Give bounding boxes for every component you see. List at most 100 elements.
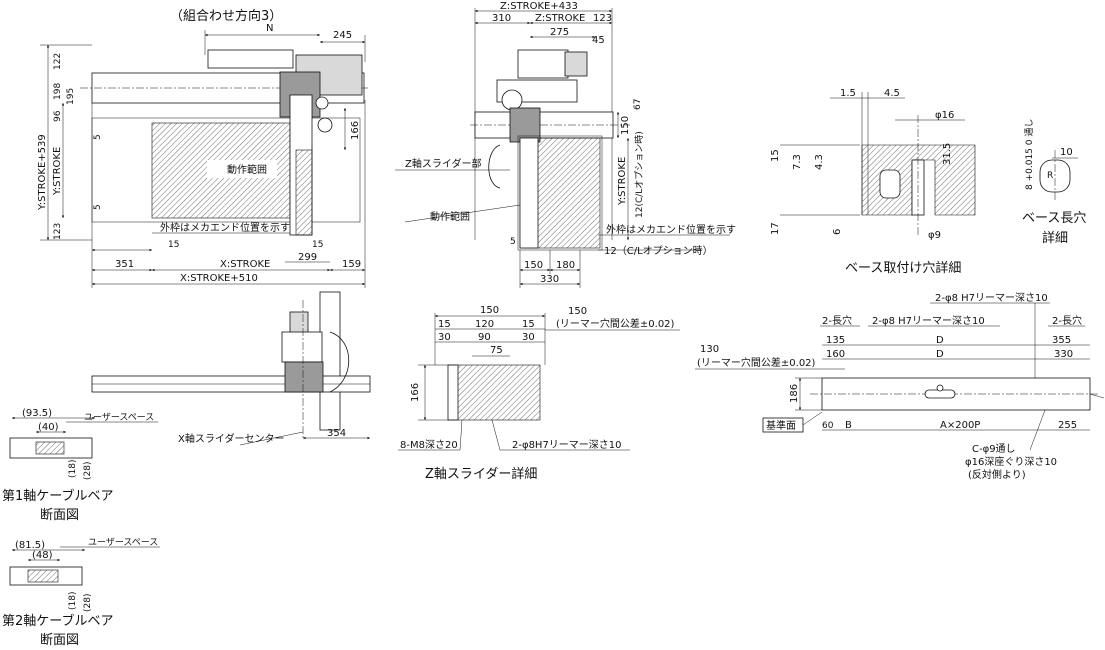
dim-y-stroke-side: Y:STROKE [617, 157, 628, 206]
dim-123: 123 [593, 13, 612, 24]
zs-title: Z軸スライダー詳細 [425, 466, 537, 482]
dim-cl-option: 12(C/Lオプション時) [634, 131, 645, 218]
slot-title-1: ベース長穴 [1022, 211, 1086, 226]
cable1-user-area [35, 441, 65, 455]
bd-dim-186: 186 [789, 384, 800, 403]
x-slider-center-label: X軸スライダーセンター [178, 432, 284, 445]
cable2-dim-48: (48) [32, 550, 53, 561]
dim-phi16: φ16 [935, 110, 954, 121]
dim-15-right: 15 [312, 240, 323, 250]
dim-x-stroke-510: X:STROKE+510 [180, 273, 258, 284]
dim-n: N [266, 23, 273, 34]
bd-slot-right: 2-長穴 [1052, 314, 1082, 327]
dim-z-stroke: Z:STROKE [535, 13, 585, 24]
cable2-user-space: ユーザースペース [88, 537, 158, 548]
z-slider-detail: 150 15 120 15 30 90 30 75 166 150 (リーマー穴… [398, 305, 680, 482]
bd-dim-130: 130 [700, 344, 719, 355]
bd-dim-330: 330 [1054, 349, 1073, 360]
cable1-dim-18: (18) [68, 460, 78, 478]
dim-6: 6 [832, 229, 843, 235]
zs-dim-150: 150 [480, 305, 499, 316]
dim-275: 275 [550, 27, 569, 38]
dim-15: 15 [770, 149, 781, 162]
side-view: Z:STROKE+433 310 Z:STROKE 123 275 45 150… [395, 1, 736, 288]
zs-reamer-note: 2-φ8H7リーマー深さ10 [512, 439, 622, 451]
zs-dim-15-left: 15 [438, 319, 451, 330]
side-cl-note: 12（C/Lオプション時） [604, 245, 713, 257]
dim-96: 96 [53, 110, 63, 122]
cable-section-2: (81.5) (48) ユーザースペース (18) (28) 第2軸ケーブルベア… [2, 537, 160, 648]
bd-dim-pitch: A×200P [940, 420, 980, 431]
cable1-title-1: 第1軸ケーブルベア [2, 488, 114, 504]
outer-frame-note: 外枠はメカエンド位置を示す [160, 221, 290, 234]
dim-310: 310 [492, 13, 511, 24]
dim-150: 150 [620, 116, 631, 135]
motion-range-label: 動作範囲 [227, 163, 267, 176]
zs-dim-120: 120 [475, 319, 494, 330]
dim-10: 10 [1060, 147, 1073, 158]
dim-195: 195 [66, 88, 76, 105]
dim-phi9: φ9 [928, 230, 941, 241]
dim-y-stroke-539: Y:STROKE+539 [37, 134, 48, 211]
slot-title-2: 詳細 [1042, 230, 1068, 246]
bd-ref-face: 基準面 [766, 419, 796, 432]
cable2-dim-81-5: (81.5) [15, 540, 45, 551]
zs-dim-166: 166 [410, 383, 421, 402]
base-detail: 2-φ8 H7リーマー深さ10 2-長穴 2-φ8 H7リーマー深さ10 2-長… [695, 292, 1105, 481]
dim-198: 198 [53, 83, 63, 100]
slot-r: R [1047, 171, 1053, 181]
dim-z-stroke-433: Z:STROKE+433 [500, 1, 578, 12]
bd-reamer-top: 2-φ8 H7リーマー深さ10 [935, 292, 1048, 304]
dim-166: 166 [350, 121, 361, 140]
bd-c-counter: φ16深座ぐり深さ10 [965, 455, 1057, 468]
dim-4-5: 4.5 [884, 88, 900, 99]
dim-45: 45 [592, 35, 605, 46]
base-hole-title: ベース取付け穴詳細 [845, 260, 961, 276]
dim-330: 330 [540, 274, 559, 285]
bd-dim-355: 355 [1052, 335, 1071, 346]
zs-dim-75: 75 [490, 345, 503, 356]
cable2-dim-18: (18) [68, 592, 78, 610]
cable2-user-area [27, 569, 59, 583]
dim-1-5: 1.5 [840, 88, 856, 99]
zs-dim-30-left: 30 [438, 332, 451, 343]
bd-dim-160: 160 [826, 349, 845, 360]
zs-dim-90: 90 [478, 332, 491, 343]
dim-7-3: 7.3 [792, 154, 803, 170]
slot-tolerance: 8 +0.015 0 通し [1024, 119, 1035, 190]
dim-123: 123 [53, 223, 63, 240]
cable1-title-2: 断面図 [40, 508, 79, 523]
zs-dim-15-right: 15 [522, 319, 535, 330]
base-hole-detail: 1.5 4.5 φ16 31.5 15 7.3 4.3 17 6 φ9 ベース取… [770, 88, 976, 276]
dim-245: 245 [333, 30, 352, 41]
bd-slot-left: 2-長穴 [822, 314, 852, 327]
dim-299: 299 [298, 252, 317, 263]
bd-tol-note: (リーマー穴間公差±0.02) [697, 356, 816, 369]
bd-dim-60: 60 [822, 421, 834, 431]
dim-4-3: 4.3 [814, 154, 825, 170]
dim-122: 122 [53, 53, 63, 70]
pulley-2 [317, 117, 333, 133]
dim-5-top: 5 [93, 134, 103, 140]
dim-354: 354 [327, 428, 346, 439]
zs-tol-150: 150 [568, 306, 587, 317]
side-range-label: 動作範囲 [430, 210, 470, 223]
bd-dim-d1: D [936, 335, 944, 346]
cable2-title-1: 第2軸ケーブルベア [2, 613, 114, 629]
cable2-title-2: 断面図 [40, 633, 79, 648]
zs-tap-note: 8-M8深さ20 [400, 439, 458, 451]
dim-5-bottom: 5 [93, 204, 103, 210]
dim-x-stroke: X:STROKE [220, 259, 270, 270]
cable1-dim-93-5: (93.5) [22, 408, 52, 419]
zs-tol-note: (リーマー穴間公差±0.02) [556, 317, 675, 330]
cable-section-1: (93.5) (40) ユーザースペース (18) (28) 第1軸ケーブルベア… [2, 408, 158, 523]
bd-dim-d2: D [936, 349, 944, 360]
cable1-dim-40: (40) [38, 422, 59, 433]
dim-180: 180 [556, 260, 575, 271]
bd-reamer-mid: 2-φ8 H7リーマー深さ10 [872, 315, 985, 327]
dim-15-left: 15 [168, 240, 179, 250]
dim-67: 67 [633, 99, 643, 110]
cable2-dim-28: (28) [83, 594, 93, 612]
dim-31-5: 31.5 [942, 143, 953, 165]
